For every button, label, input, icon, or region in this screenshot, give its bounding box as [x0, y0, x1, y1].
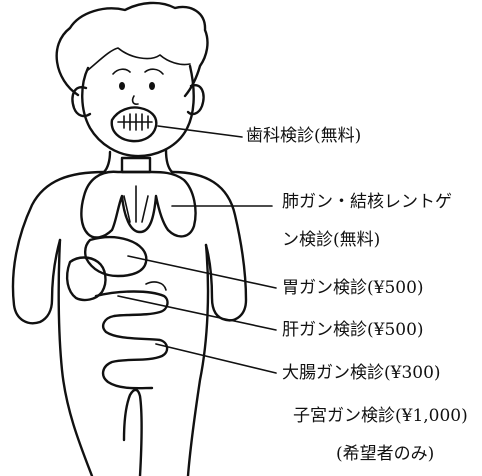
left-side	[57, 238, 94, 476]
label-colon-checkup: 大腸ガン検診(¥300)	[282, 363, 441, 383]
label-lung-checkup-line2: ン検診(無料)	[282, 230, 381, 250]
right-eyebrow	[144, 68, 164, 75]
label-dental-checkup: 歯科検診(無料)	[246, 126, 362, 146]
body-outline-right	[170, 170, 248, 322]
hair-bangs	[87, 47, 191, 71]
left-eye	[119, 82, 125, 90]
teeth	[117, 113, 153, 131]
label-lung-checkup-line1: 肺ガン・結核レントゲ	[282, 192, 452, 212]
colon-loop	[145, 281, 167, 291]
leader-stomach	[127, 255, 277, 289]
trachea	[120, 156, 152, 174]
left-ear	[71, 86, 92, 118]
leader-colon	[155, 343, 277, 374]
label-liver-checkup: 肝ガン検診(¥500)	[282, 320, 424, 340]
neck-left	[102, 150, 112, 174]
stomach	[84, 235, 148, 278]
right-side	[186, 243, 210, 476]
neck-right	[164, 148, 174, 174]
colon	[94, 290, 169, 390]
hair-outline	[55, 1, 209, 98]
label-uterine-checkup-line2: (希望者のみ)	[336, 444, 435, 464]
right-eye	[149, 82, 155, 90]
leader-liver	[117, 295, 277, 331]
mouth	[110, 106, 158, 143]
nose	[131, 95, 139, 105]
right-ear	[186, 84, 205, 116]
face-outline	[81, 64, 195, 158]
left-eyebrow	[112, 68, 131, 75]
lungs	[80, 170, 197, 239]
liver	[65, 256, 107, 302]
body-outline-left	[11, 170, 106, 325]
leader-dental	[157, 125, 243, 138]
inner-leg-left	[122, 388, 143, 476]
label-stomach-checkup: 胃ガン検診(¥500)	[282, 278, 424, 298]
lung-divider	[123, 185, 149, 223]
label-uterine-checkup-line1: 子宮ガン検診(¥1,000)	[293, 406, 468, 426]
